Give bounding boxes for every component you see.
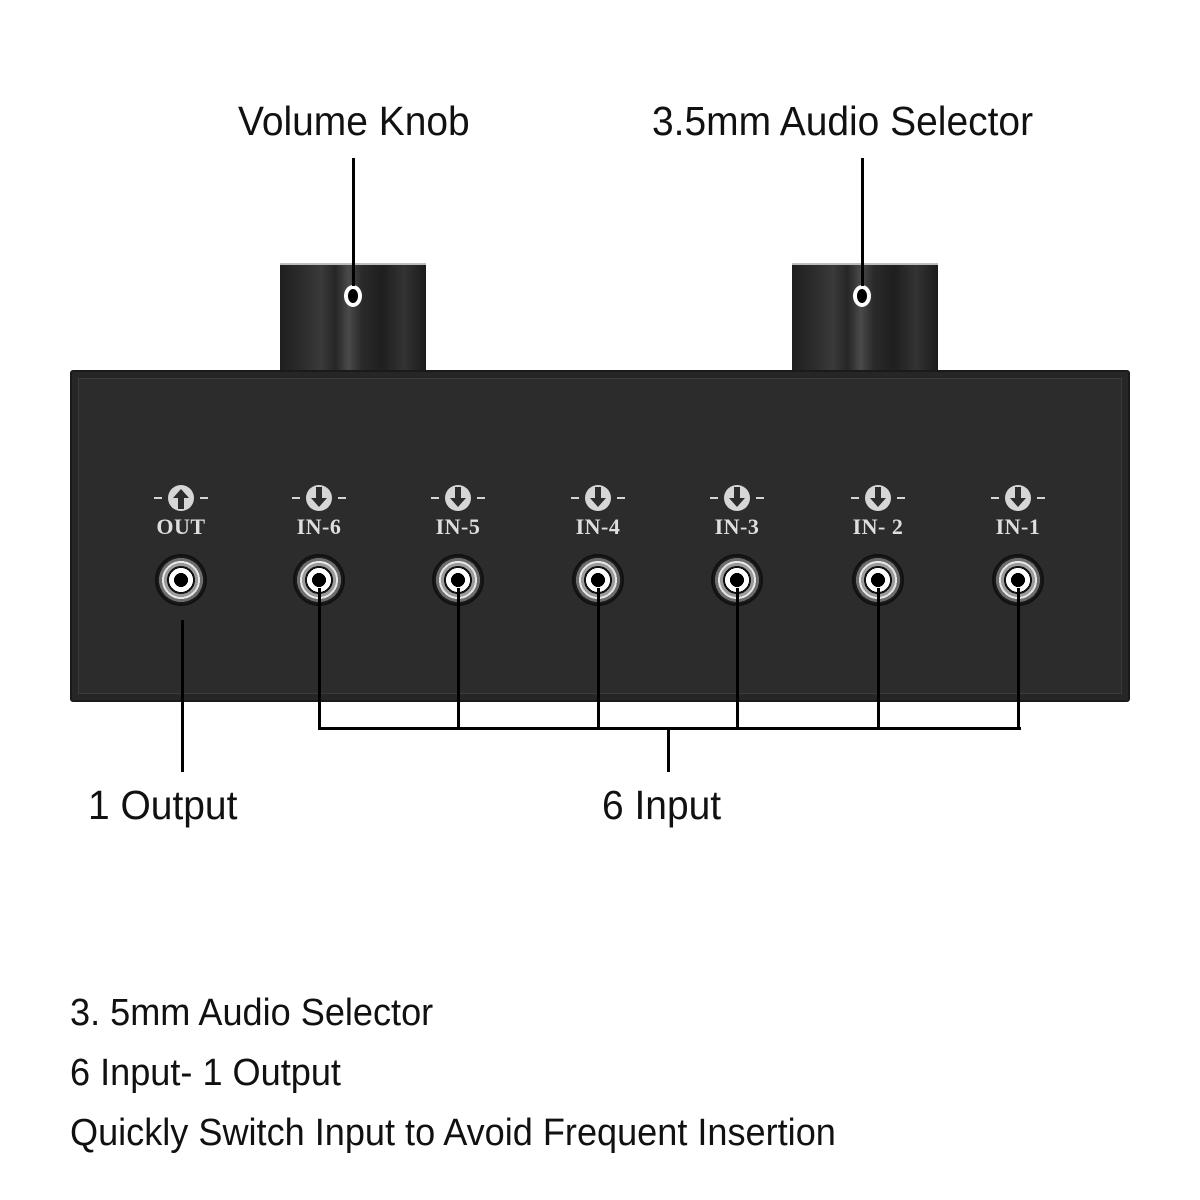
port-label: IN-5	[435, 514, 481, 539]
volume-knob-marker	[344, 285, 362, 307]
description-line-2: 6 Input- 1 Output	[70, 1052, 341, 1094]
input-leader-line	[667, 728, 670, 772]
dash-mark	[991, 497, 999, 499]
arrow-down-circle-icon	[724, 485, 750, 511]
dash-mark	[200, 497, 208, 499]
audio-selector-callout: 3.5mm Audio Selector	[652, 98, 1034, 144]
port-in-5: IN-5	[408, 484, 508, 606]
port-label: IN- 2	[852, 514, 904, 539]
port-label: OUT	[156, 514, 206, 539]
port-label: IN-3	[714, 514, 760, 539]
dash-mark	[897, 497, 905, 499]
selector-knob[interactable]	[792, 263, 938, 375]
port-direction-indicator	[968, 484, 1068, 512]
input-jack-leader-line	[877, 588, 880, 729]
dash-mark	[292, 497, 300, 499]
dash-mark	[431, 497, 439, 499]
input-jack-leader-line	[457, 588, 460, 729]
arrow-down-circle-icon	[865, 485, 891, 511]
description-line-3: Quickly Switch Input to Avoid Frequent I…	[70, 1112, 836, 1154]
input-jack-leader-line	[318, 588, 321, 729]
arrow-down-circle-icon	[306, 485, 332, 511]
arrow-up-circle-icon	[168, 485, 194, 511]
arrow-down-circle-icon	[1005, 485, 1031, 511]
arrow-down-circle-icon	[585, 485, 611, 511]
port-direction-indicator	[269, 484, 369, 512]
description-line-1: 3. 5mm Audio Selector	[70, 992, 434, 1034]
volume-knob-callout: Volume Knob	[238, 98, 470, 144]
port-out: OUT	[131, 484, 231, 606]
audio-selector-device	[70, 370, 1130, 702]
port-direction-indicator	[687, 484, 787, 512]
arrow-down-circle-icon	[445, 485, 471, 511]
input-jack-leader-line	[736, 588, 739, 729]
dash-mark	[1037, 497, 1045, 499]
port-label: IN-4	[575, 514, 621, 539]
dash-mark	[756, 497, 764, 499]
dash-mark	[617, 497, 625, 499]
selector-leader-line	[861, 158, 864, 286]
port-label: IN-6	[296, 514, 342, 539]
port-direction-indicator	[131, 484, 231, 512]
dash-mark	[477, 497, 485, 499]
output-callout: 1 Output	[88, 782, 238, 828]
port-direction-indicator	[828, 484, 928, 512]
input-jack-leader-line	[597, 588, 600, 729]
port-in-2: IN- 2	[828, 484, 928, 606]
dash-mark	[154, 497, 162, 499]
audio-jack[interactable]	[432, 554, 484, 606]
volume-knob-leader-line	[352, 158, 355, 286]
dash-mark	[851, 497, 859, 499]
dash-mark	[338, 497, 346, 499]
input-jack-leader-line	[1017, 588, 1020, 729]
dash-mark	[571, 497, 579, 499]
selector-knob-marker	[853, 285, 871, 307]
output-leader-line	[181, 620, 184, 772]
dash-mark	[710, 497, 718, 499]
input-callout: 6 Input	[602, 782, 722, 828]
port-direction-indicator	[548, 484, 648, 512]
port-direction-indicator	[408, 484, 508, 512]
audio-jack[interactable]	[155, 554, 207, 606]
audio-jack[interactable]	[852, 554, 904, 606]
port-label: IN-1	[995, 514, 1041, 539]
